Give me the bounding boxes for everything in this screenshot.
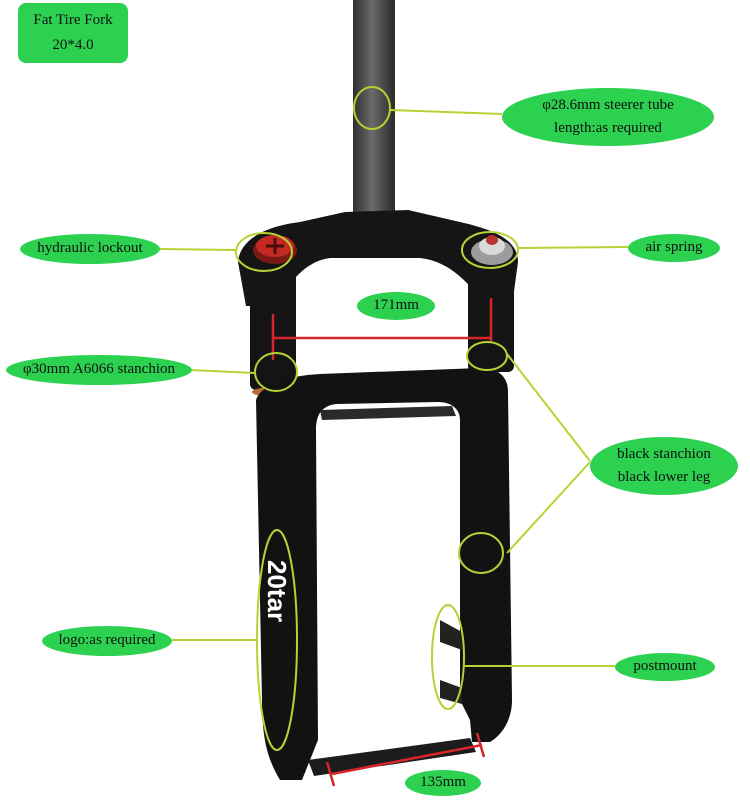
label-steerer-tube: φ28.6mm steerer tube length:as required — [502, 88, 714, 146]
label-width-171-text: 171mm — [373, 297, 419, 314]
label-width-135-text: 135mm — [420, 774, 466, 791]
air-cap — [471, 235, 513, 265]
label-postmount: postmount — [615, 653, 715, 681]
label-stanchion: φ30mm A6066 stanchion — [6, 355, 192, 385]
label-width-135: 135mm — [405, 770, 481, 796]
label-logo: logo:as required — [42, 626, 172, 656]
label-steerer-line-2: length:as required — [554, 120, 662, 136]
label-air-spring-text: air spring — [645, 239, 703, 256]
label-stanchion-text: φ30mm A6066 stanchion — [23, 361, 175, 378]
leg-logo: 20tar — [262, 560, 292, 622]
label-air-spring: air spring — [628, 234, 720, 262]
label-logo-text: logo:as required — [58, 632, 156, 649]
label-hydraulic-lockout: hydraulic lockout — [20, 234, 160, 264]
label-postmount-text: postmount — [633, 658, 697, 675]
label-black-line-2: black lower leg — [617, 469, 711, 485]
label-black-stanchion: black stanchion black lower leg — [590, 437, 738, 495]
label-black-line-1: black stanchion — [617, 445, 711, 462]
postmount-tabs — [440, 620, 462, 704]
callout-lines — [157, 109, 629, 667]
lockout-knob — [253, 235, 297, 264]
label-hydraulic-lockout-text: hydraulic lockout — [37, 240, 143, 257]
lower-legs — [256, 368, 512, 780]
title-line-2: 20*4.0 — [52, 37, 94, 53]
steerer-tube — [353, 0, 395, 215]
title-line-1: Fat Tire Fork — [33, 12, 113, 29]
label-steerer-line-1: φ28.6mm steerer tube — [542, 96, 674, 113]
dimension-135 — [325, 732, 486, 787]
axle — [308, 738, 476, 776]
title-box: Fat Tire Fork 20*4.0 — [18, 3, 128, 63]
label-width-171: 171mm — [357, 292, 435, 320]
arch-inner — [320, 406, 456, 420]
crown — [238, 210, 518, 306]
